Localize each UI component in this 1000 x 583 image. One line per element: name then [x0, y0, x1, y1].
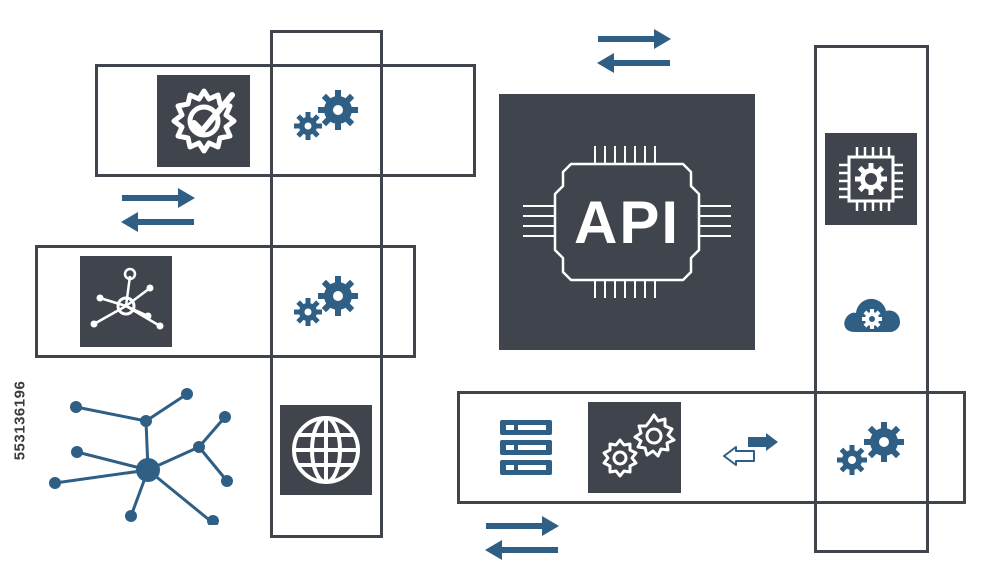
- gear-check-tile: [157, 75, 250, 167]
- server-rack-icon: [498, 418, 554, 478]
- gears-icon: [592, 413, 678, 483]
- globe-icon: [288, 412, 364, 488]
- left-middle-strip: [35, 245, 416, 358]
- exchange-arrows-icon: [120, 187, 196, 233]
- cpu-chip-outline-icon: [523, 146, 731, 298]
- stock-id-label: 553136196: [8, 350, 32, 490]
- stock-id-text: 553136196: [11, 380, 29, 460]
- left-vertical-strip: [270, 30, 383, 538]
- api-label: API: [573, 188, 681, 256]
- api-block: API: [499, 94, 755, 350]
- gears-icon: [286, 272, 366, 332]
- gears-icon: [830, 420, 910, 480]
- gear-check-icon: [163, 80, 245, 162]
- globe-tile: [280, 405, 372, 495]
- node-network-icon: [45, 385, 245, 525]
- network-hub-tile: [80, 256, 172, 347]
- cpu-tile: [825, 133, 917, 225]
- network-hub-icon: [84, 260, 168, 344]
- gears-icon: [286, 86, 366, 146]
- exchange-arrows-icon: [722, 432, 780, 466]
- cpu-chip-icon: [831, 139, 911, 219]
- cloud-gear-icon: [840, 292, 904, 336]
- exchange-arrows-icon: [596, 28, 672, 74]
- gears-tile: [588, 402, 681, 493]
- left-top-strip: [95, 64, 476, 177]
- exchange-arrows-icon: [484, 515, 560, 561]
- right-bottom-strip: [457, 391, 966, 504]
- right-vertical-strip: [814, 45, 929, 553]
